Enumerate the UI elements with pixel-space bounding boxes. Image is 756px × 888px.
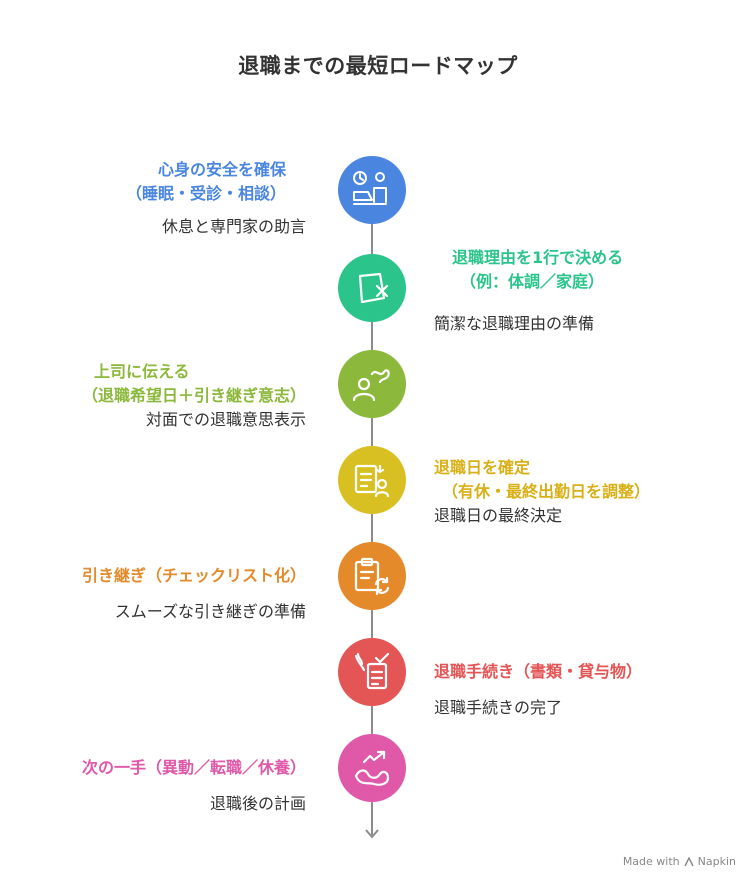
step-6-description: 退職手続きの完了 — [434, 698, 563, 717]
step-3-node — [338, 350, 406, 418]
step-7-node — [338, 734, 406, 802]
person-at-desk-with-clock-icon — [353, 171, 387, 205]
clipboard-person-icon — [354, 464, 390, 498]
person-speaking-icon — [352, 369, 390, 402]
step-1-heading: 心身の安全を確保（睡眠・受診・相談） — [125, 160, 286, 203]
step-2-heading: 退職理由を1行で決める（例：体調／家庭） — [452, 248, 624, 291]
step-3-heading: 上司に伝える（退職希望日＋引き継ぎ意志） — [81, 362, 306, 405]
napkin-watermark: Made with Napkin — [623, 855, 736, 868]
step-1-description: 休息と専門家の助言 — [161, 217, 306, 236]
trending-up-arrow-icon — [354, 750, 390, 786]
napkin-logo-icon — [684, 856, 694, 866]
page-title: 退職までの最短ロードマップ — [238, 54, 518, 78]
napkin-brand-label: Napkin — [697, 855, 736, 868]
step-7-description: 退職後の計画 — [209, 794, 306, 813]
clipboard-refresh-icon — [354, 557, 390, 596]
made-with-label: Made with — [622, 855, 680, 868]
step-4-description: 退職日の最終決定 — [434, 506, 563, 525]
step-5-heading: 引き継ぎ（チェックリスト化） — [81, 566, 306, 585]
timeline-arrow-head — [365, 829, 379, 839]
step-6-node — [338, 638, 406, 706]
step-5-node — [338, 542, 406, 610]
step-4-heading: 退職日を確定（有休・最終出勤日を調整） — [434, 458, 651, 501]
step-3-description: 対面での退職意思表示 — [145, 410, 306, 429]
step-4-node — [338, 446, 406, 514]
step-7-heading: 次の一手（異動／転職／休養） — [81, 758, 306, 777]
step-1-node — [338, 156, 406, 224]
step-2-node — [338, 254, 406, 322]
step-6-heading: 退職手続き（書類・貸与物） — [434, 662, 643, 681]
hand-holding-document-icon — [354, 652, 390, 690]
timeline-line — [371, 220, 373, 835]
box-with-x-icon — [358, 272, 389, 304]
step-5-description: スムーズな引き継ぎの準備 — [114, 602, 306, 621]
step-2-description: 簡潔な退職理由の準備 — [434, 314, 595, 333]
